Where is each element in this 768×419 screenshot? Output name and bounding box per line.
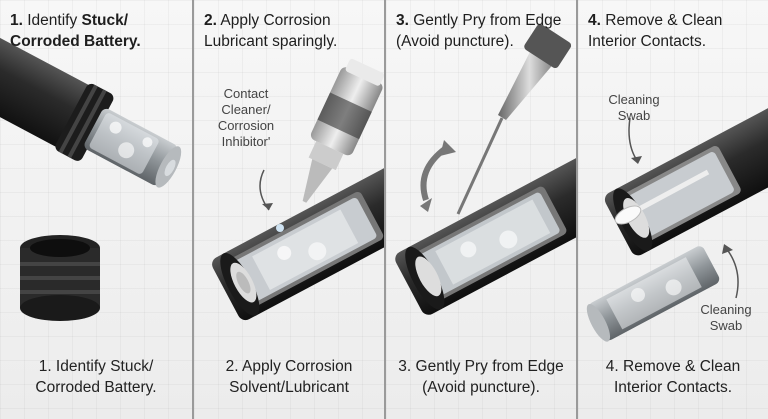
rocking-arrow	[420, 145, 448, 201]
step-title-line1: Remove & Clean	[605, 12, 723, 29]
annotation-arrow	[628, 117, 639, 163]
step-3-panel: 3. Gently Pry from Edge (Avoid puncture)…	[386, 0, 576, 419]
lubricant-drop	[276, 224, 284, 232]
step-4-heading: 4. Remove & Clean Interior Contacts.	[588, 10, 722, 52]
contact-cleaner-label: Contact Cleaner/ Corrosion Inhibitor'	[217, 86, 275, 149]
step-4-panel: 4. Remove & Clean Interior Contacts. Cle…	[578, 0, 768, 419]
step-3-heading: 3. Gently Pry from Edge (Avoid puncture)…	[396, 10, 561, 52]
panel-divider	[576, 0, 578, 419]
step-2-heading: 2. Apply Corrosion Lubricant sparingly.	[204, 10, 337, 52]
flashlight-body	[395, 150, 576, 315]
step-4-caption: 4. Remove & Clean Interior Contacts.	[578, 356, 768, 398]
step-number: 3.	[396, 12, 409, 29]
step-2-caption: 2. Apply Corrosion Solvent/Lubricant	[194, 356, 384, 398]
caption-line-2: Solvent/Lubricant	[229, 379, 349, 396]
caption-line-2: Corroded Battery.	[35, 379, 157, 396]
caption-line-1: 1. Identify Stuck/	[38, 358, 154, 375]
step-3-caption: 3. Gently Pry from Edge (Avoid puncture)…	[386, 356, 576, 398]
removed-battery	[586, 246, 720, 342]
cleaning-swab-label-top: Cleaning Swab	[608, 92, 660, 123]
step-number: 4.	[588, 12, 601, 29]
caption-line-2: (Avoid puncture).	[422, 379, 540, 396]
cleaning-swab-label-bottom: Cleaning Swab	[700, 302, 752, 333]
lubricant-illustration	[212, 58, 384, 321]
clean-contacts-illustration	[586, 91, 768, 342]
step-1-caption: 1. Identify Stuck/ Corroded Battery.	[0, 356, 192, 398]
step-number: 1.	[10, 12, 23, 29]
cleaning-swab	[614, 169, 710, 225]
pry-tool	[456, 24, 572, 215]
stuck-battery-illustration	[0, 16, 182, 321]
caption-line-1: 3. Gently Pry from Edge	[398, 358, 564, 375]
pry-illustration	[395, 24, 576, 315]
step-title-bold-line2: Corroded Battery.	[10, 33, 141, 50]
step-1-heading: 1. Identify Stuck/ Corroded Battery.	[10, 10, 141, 52]
step-number: 2.	[204, 12, 217, 29]
step-2-panel: 2. Apply Corrosion Lubricant sparingly. …	[194, 0, 384, 419]
end-cap	[20, 235, 100, 321]
panel-divider	[192, 0, 194, 419]
step-1-panel: 1. Identify Stuck/ Corroded Battery. 1. …	[0, 0, 192, 419]
flashlight-body	[0, 16, 182, 188]
caption-line-2: Interior Contacts.	[613, 379, 733, 396]
step-title-bold: Stuck/	[81, 12, 129, 29]
annotation-arrow	[725, 247, 739, 299]
step-title-line2: Lubricant sparingly.	[204, 33, 338, 50]
flashlight-body	[212, 155, 384, 321]
caption-line-1: 4. Remove & Clean	[605, 358, 741, 375]
step-title-line1: Gently Pry from Edge	[413, 12, 562, 29]
step-title-line2: (Avoid puncture).	[396, 33, 514, 50]
lubricant-bottle	[302, 58, 384, 203]
step-title-line2: Interior Contacts.	[588, 33, 707, 50]
step-title-line1: Apply Corrosion	[220, 12, 331, 29]
panel-divider	[384, 0, 386, 419]
caption-line-1: 2. Apply Corrosion	[225, 358, 353, 375]
step-title-text: Identify	[27, 12, 82, 29]
